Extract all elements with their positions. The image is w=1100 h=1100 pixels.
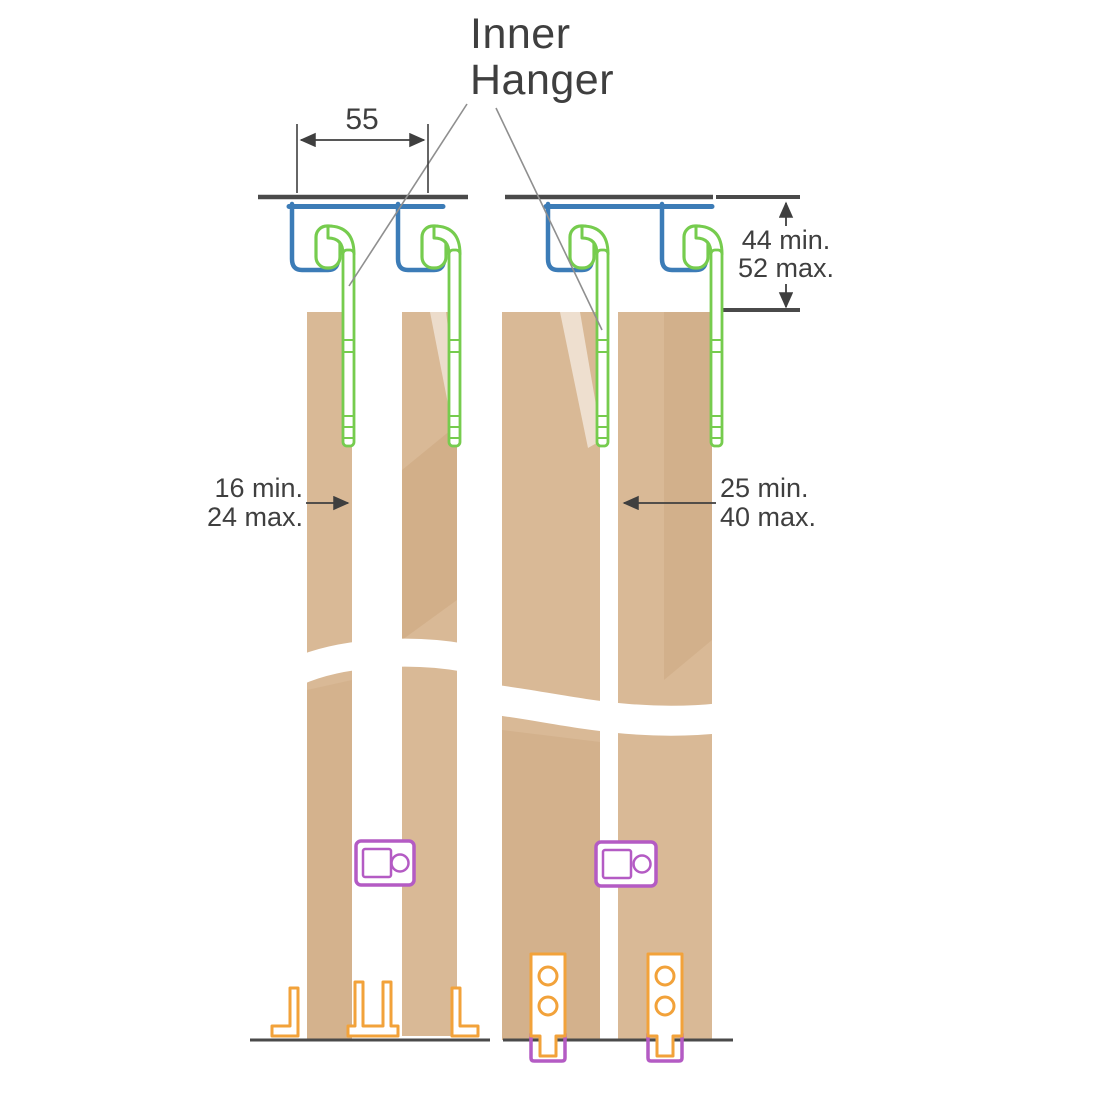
bottom-hardware-right — [529, 952, 684, 1063]
title-line-2: Hanger — [470, 56, 614, 104]
door-guide-right — [594, 840, 658, 888]
panel-shading — [307, 680, 352, 1040]
panel-break-left — [282, 638, 480, 686]
panel-shading — [664, 312, 712, 680]
guide-screw-hole — [390, 853, 410, 873]
panel-highlight — [560, 312, 602, 448]
strap-holes-d — [711, 339, 722, 439]
floor-channel-right — [646, 1032, 684, 1063]
hanger-strap-d — [709, 248, 724, 448]
guide-inner-plate — [601, 848, 633, 880]
dim-right-min-label: 25 min. — [720, 473, 809, 503]
floor-channel-left — [529, 1032, 567, 1063]
dim-left-min-label: 16 min. — [214, 473, 303, 503]
panel-right-front — [618, 312, 712, 1040]
panel-right-rear — [502, 312, 600, 1040]
guide-screw-hole — [632, 854, 652, 874]
plate-hole — [654, 965, 676, 987]
plate-hole — [654, 995, 676, 1017]
strap-holes-c — [597, 339, 608, 439]
annotations: Inner Hanger 55 44 min. 52 max. 16 min. … — [207, 10, 834, 532]
plate-hole — [537, 965, 559, 987]
guide-inner-plate — [361, 847, 393, 879]
bottom-hardware-left — [270, 980, 480, 1038]
dim-drop-min-label: 44 min. — [742, 225, 831, 255]
dim-55-label: 55 — [345, 103, 378, 136]
hanger-strap-a — [341, 248, 356, 448]
panel-shading — [402, 425, 457, 640]
floor-bracket-right — [450, 986, 480, 1038]
title-line-1: Inner — [470, 10, 571, 58]
floor-bracket-center — [346, 980, 400, 1038]
dim-left-max-label: 24 max. — [207, 502, 303, 532]
dim-right-max-label: 40 max. — [720, 502, 816, 532]
leader-line-left — [348, 103, 468, 287]
panel-shading — [502, 730, 600, 1040]
plate-hole — [537, 995, 559, 1017]
hangers — [314, 224, 724, 448]
hanger-strap-b — [447, 248, 462, 448]
panel-break-right — [481, 685, 737, 736]
hanger-strap-c — [595, 248, 610, 448]
dim-drop-max-label: 52 max. — [738, 253, 834, 283]
strap-holes-b — [449, 339, 460, 439]
door-guides — [354, 839, 658, 888]
strap-holes-a — [343, 339, 354, 439]
leader-line-right — [495, 107, 603, 331]
door-panels — [282, 312, 737, 1040]
door-guide-left — [354, 839, 416, 887]
floor-bracket-left — [270, 986, 300, 1038]
